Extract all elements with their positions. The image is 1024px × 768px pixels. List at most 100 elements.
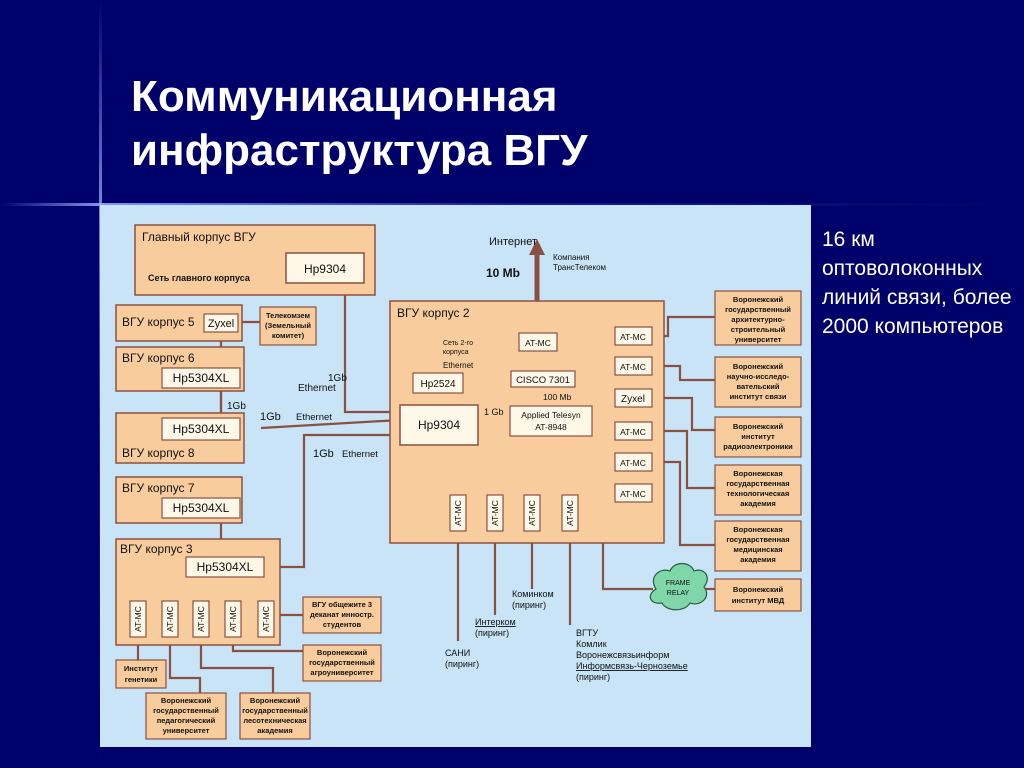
pedagog-box: Воронежский государственный педагогическ… [145, 692, 227, 740]
label-1gb-mid: 1Gb [260, 411, 281, 423]
svg-text:академия: академия [740, 555, 775, 564]
svg-text:институт связи: институт связи [730, 392, 787, 401]
slide-title: Коммуникационная инфраструктура ВГУ [131, 70, 771, 178]
b2-top-mc-label: AT-MC [525, 338, 551, 348]
building-5: ВГУ корпус 5 Zyxel [115, 304, 243, 342]
svg-text:Воронежский: Воронежский [733, 585, 784, 594]
link-mc-forestry [199, 637, 275, 693]
building-7-switch [161, 497, 241, 519]
svg-text:(пиринг): (пиринг) [576, 672, 610, 682]
svg-text:Воронежский: Воронежский [733, 362, 784, 371]
network-diagram: Главный корпус ВГУ Сеть главного корпуса… [100, 205, 811, 747]
b3-mc-2-label: AT-MC [165, 606, 175, 632]
building-6-switch-label: Hp5304XL [173, 371, 230, 385]
building-3: ВГУ корпус 3 Hp5304XL AT-MC AT-MC AT-MC … [115, 538, 281, 646]
svg-text:академия: академия [740, 499, 775, 508]
agro-l2: государственный [309, 658, 375, 667]
link-mc-inst-2 [652, 364, 715, 382]
building-8: Hp5304XL ВГУ корпус 8 [115, 412, 245, 464]
forestry-l2: государственный [242, 706, 308, 715]
building-5-title: ВГУ корпус 5 [122, 315, 195, 329]
link-mc-pedagog [168, 637, 202, 693]
cisco-label: CISCO 7301 [516, 375, 570, 386]
label-ethernet-mid: Ethernet [296, 412, 332, 423]
institution-radio: Воронежский институт радиоэлектроники [714, 416, 802, 458]
building-2-net-l2: корпуса [443, 349, 469, 356]
internet-arrow-head [529, 239, 545, 255]
genetics-box: Институт генетики [115, 659, 167, 689]
pedagog-l1: Воронежский [161, 696, 212, 705]
svg-text:институт МВД: институт МВД [732, 596, 785, 605]
telesyn-label-2: AT-8948 [535, 422, 567, 432]
internet-speed: 10 Mb [486, 266, 520, 280]
building-6-switch [161, 367, 241, 389]
b2-mc-2 [486, 494, 504, 532]
forestry-l3: лесотехническая [243, 716, 306, 725]
svg-text:(пиринг): (пиринг) [445, 659, 479, 669]
agro-l3: агроуниверситет [310, 668, 373, 677]
dorm-box: ВГУ общежите 3 деканат инностр. студенто… [302, 596, 382, 634]
title-glow-line [0, 203, 1024, 206]
building-8-title: ВГУ корпус 8 [122, 446, 195, 460]
b3-mc-1-label: AT-MC [133, 606, 143, 632]
svg-text:научно-исследо-: научно-исследо- [727, 372, 790, 381]
right-zyxel-label: Zyxel [621, 394, 645, 405]
svg-text:Коминком: Коминком [512, 589, 554, 599]
link-mc-inst-4 [652, 429, 715, 490]
right-mc-1-label: AT-MC [620, 332, 646, 342]
slide-title-line-2: инфраструктура ВГУ [131, 126, 588, 175]
hp2524-box [412, 372, 464, 394]
link-labels: 1Gb Ethernet 1Gb 1Gb Ethernet 1Gb Ethern… [227, 373, 378, 460]
svg-text:Воронежсвязьинформ: Воронежсвязьинформ [576, 650, 669, 660]
link-b8-to-core [260, 418, 401, 430]
svg-text:государственная: государственная [726, 535, 789, 544]
provider-l1: Компания [553, 253, 590, 262]
svg-text:Воронежская: Воронежская [733, 469, 782, 478]
internet-label: Интернет [489, 236, 537, 248]
b2-mc-4 [561, 494, 579, 532]
institution-med: Воронежская государственная медицинская … [714, 520, 802, 572]
b3-mc-1 [129, 600, 147, 638]
svg-text:Интерком: Интерком [475, 617, 516, 627]
label-ethernet-top: Ethernet [298, 383, 336, 394]
svg-text:технологическая: технологическая [727, 489, 790, 498]
svg-text:САНИ: САНИ [445, 648, 470, 658]
fiber-summary-text: 16 км оптоволоконных линий связи, более … [822, 228, 1012, 338]
main-switch-label: Hp9304 [304, 262, 346, 276]
core-switch-box [399, 404, 479, 446]
right-mc-4 [614, 452, 653, 472]
label-ethernet-low: Ethernet [342, 449, 378, 460]
svg-text:радиоэлектроники: радиоэлектроники [723, 442, 793, 451]
b2-mc-3 [523, 494, 541, 532]
svg-text:Воронежский: Воронежский [733, 295, 784, 304]
right-mc-5-label: AT-MC [620, 489, 646, 499]
core-switch-label: Hp9304 [418, 418, 460, 432]
svg-text:FRAME: FRAME [666, 580, 691, 587]
pedagog-l3: педагогический [157, 716, 216, 725]
svg-text:государственная: государственная [726, 479, 789, 488]
pedagog-l2: государственный [153, 706, 219, 715]
svg-text:строительный: строительный [731, 325, 786, 334]
right-mc-2 [614, 356, 653, 376]
svg-text:университет: университет [735, 335, 782, 344]
internet-uplink: Интернет 10 Mb Компания ТрансТелеком [486, 236, 606, 280]
main-building-title: Главный корпус ВГУ [142, 230, 256, 244]
right-mc-3-label: AT-MC [620, 427, 646, 437]
building-2-title: ВГУ корпус 2 [397, 306, 470, 320]
building-8-switch [161, 417, 241, 441]
label-1gb-top: 1Gb [328, 373, 347, 384]
svg-text:Воронежская: Воронежская [733, 525, 782, 534]
building-7: ВГУ корпус 7 Hp5304XL [115, 476, 243, 524]
b3-mc-5 [257, 600, 275, 638]
b3-mc-2 [161, 600, 179, 638]
telecomzem-l1: Телекомзем [266, 311, 311, 320]
label-1gb-small: 1Gb [227, 401, 246, 412]
telecomzem-l2: (Земельный [265, 321, 311, 330]
svg-text:Комлик: Комлик [576, 639, 607, 649]
link-mc-inst-5 [652, 460, 715, 547]
right-mc-3 [614, 421, 653, 441]
svg-text:государственный: государственный [725, 305, 791, 314]
b2-mc-1 [449, 494, 467, 532]
telesyn-box [509, 405, 593, 437]
hp2524-label: Hp2524 [420, 379, 455, 390]
